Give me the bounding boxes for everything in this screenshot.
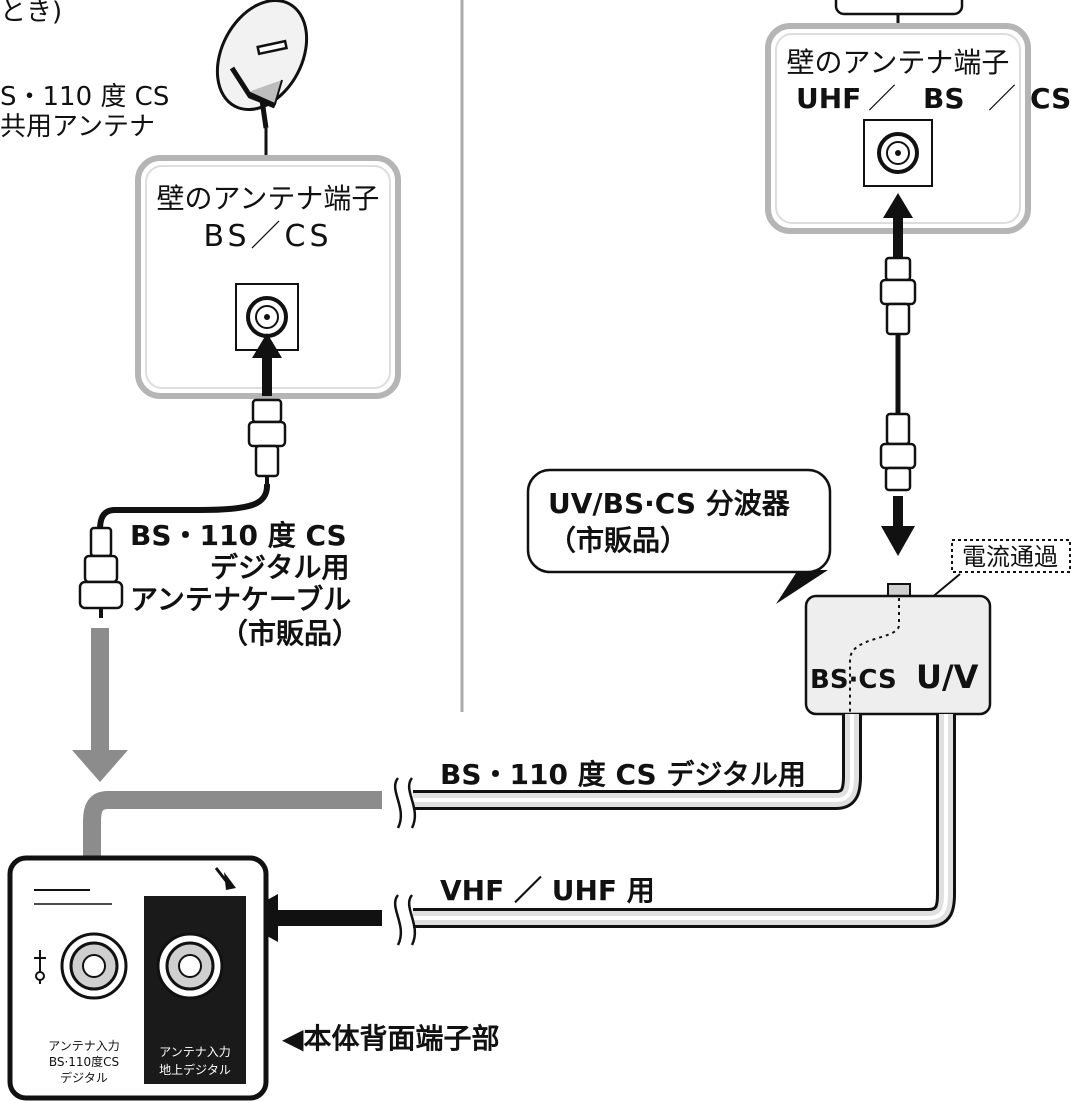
- left-wall-terminal-title: 壁のアンテナ端子: [157, 182, 380, 215]
- left-wall-terminal-type: BS／CS: [203, 219, 332, 254]
- left-connect-arrow: [252, 333, 282, 396]
- left-connector-top-icon: [247, 398, 287, 484]
- splitter-port-uv: U/V: [916, 658, 979, 696]
- right-terminal-type-sep2: ／: [988, 82, 1016, 115]
- right-terminal-type-uhf: UHF: [796, 82, 861, 115]
- current-pass-box: [951, 539, 1071, 573]
- bs-cable-break: [386, 777, 417, 829]
- left-antenna-cable: [97, 483, 270, 531]
- dish-label-line2: 共用アンテナ: [0, 112, 155, 142]
- cable-label-line1: BS・110 度 CS: [130, 519, 347, 552]
- right-top-partial-box: [834, 0, 964, 16]
- bs-input-label-line1: アンテナ入力: [48, 1039, 120, 1053]
- right-terminal-type-bs: BS: [923, 82, 965, 115]
- dish-label-line1: S・110 度 CS: [0, 82, 169, 112]
- current-pass-label: 電流通過: [962, 543, 1058, 571]
- right-connector-bottom-icon: [879, 412, 917, 492]
- bs-input-label-line2: BS·110度CS: [49, 1054, 119, 1069]
- left-connector-bottom-icon: [78, 526, 124, 618]
- left-gray-down-arrow: [72, 628, 128, 782]
- vu-cable-label: VHF ／ UHF 用: [440, 874, 655, 907]
- right-connect-arrow: [883, 193, 913, 258]
- right-wall-terminal-title: 壁のアンテナ端子: [787, 46, 1010, 79]
- splitter-callout-line1: UV/BS·CS 分波器: [548, 487, 791, 520]
- right-connector-top-icon: [879, 256, 917, 336]
- bs-cable-label: BS・110 度 CS デジタル用: [440, 758, 806, 791]
- terrestrial-input-label-line2: 地上デジタル: [159, 1062, 231, 1077]
- splitter-connect-arrow: [881, 496, 915, 556]
- gray-route-to-bs-input: [83, 791, 382, 912]
- splitter-callout: UV/BS·CS 分波器 （市販品）: [526, 468, 832, 604]
- cable-label-line2: デジタル用: [210, 551, 349, 584]
- right-wall-terminal: 壁のアンテナ端子 UHF ／ BS ／ CS: [765, 23, 1071, 234]
- bs-input-socket-icon: [60, 932, 128, 1000]
- right-terminal-type-cs: CS: [1030, 82, 1071, 115]
- top-left-fragment: とき): [0, 0, 62, 27]
- terrestrial-input-socket-icon: [156, 932, 224, 1000]
- splitter-port-bs-cs: BS·CS: [810, 665, 897, 695]
- dc-power-icon: [34, 950, 46, 984]
- vu-cable-break: [386, 894, 417, 946]
- cable-label-line4: （市販品）: [220, 617, 360, 650]
- cable-label-line3: アンテナケーブル: [130, 583, 351, 616]
- satellite-dish-icon: [215, 0, 309, 129]
- bs-input-label-line3: デジタル: [60, 1070, 108, 1085]
- splitter-box: BS·CS U/V: [804, 583, 992, 716]
- splitter-callout-line2: （市販品）: [548, 524, 688, 557]
- tv-back-panel: アンテナ入力 BS·110度CS デジタル アンテナ入力 地上デジタル: [7, 855, 269, 1101]
- right-terminal-type-sep1: ／: [868, 82, 896, 115]
- terrestrial-input-label-line1: アンテナ入力: [159, 1045, 231, 1059]
- tv-panel-caption: ◀本体背面端子部: [282, 1022, 500, 1055]
